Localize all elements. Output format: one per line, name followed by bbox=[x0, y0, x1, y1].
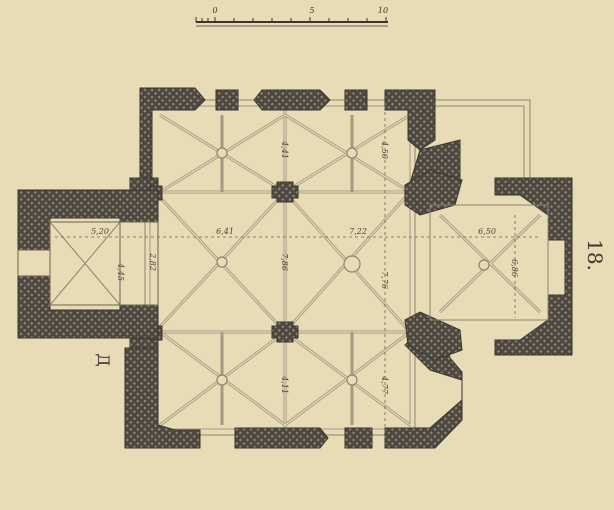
scale-label-10: 10 bbox=[378, 6, 388, 15]
dim-aisle-north: 4,50 bbox=[380, 140, 389, 159]
nave-floor bbox=[144, 99, 416, 436]
vault-bosses bbox=[216, 147, 361, 386]
dim-tower-depth: 4,45 bbox=[116, 262, 125, 281]
tower-window bbox=[17, 249, 51, 277]
scale-label-5: 5 bbox=[309, 6, 314, 15]
walls bbox=[17, 87, 573, 449]
dim-nave-bay-2: 7,22 bbox=[349, 227, 367, 236]
dim-pier-north: 4,41 bbox=[280, 140, 289, 159]
dimension-lines bbox=[55, 106, 540, 440]
dim-pier-mid: 7,86 bbox=[280, 253, 289, 271]
tower-vault bbox=[49, 221, 121, 306]
scale-bar: 0 5 10 bbox=[195, 6, 388, 27]
dim-apse-depth: 6,86 bbox=[510, 259, 519, 277]
scale-label-0: 0 bbox=[212, 6, 217, 15]
vault-ribs bbox=[150, 106, 412, 429]
figure-number: 18. bbox=[583, 239, 607, 271]
apse-room bbox=[429, 204, 549, 321]
dim-nave-bay-1: 6,41 bbox=[216, 227, 234, 236]
annex-outline bbox=[424, 99, 531, 180]
plan-letter: Д bbox=[94, 353, 113, 366]
dim-nave-span: 7,76 bbox=[380, 271, 389, 289]
dim-aisle-south: 4,77 bbox=[380, 375, 389, 395]
dim-pier-south: 4,11 bbox=[280, 375, 289, 394]
dim-apse-width: 6,50 bbox=[478, 227, 496, 236]
dim-tower-passage: 2,82 bbox=[148, 252, 157, 271]
dim-tower-width: 5,20 bbox=[91, 227, 109, 236]
